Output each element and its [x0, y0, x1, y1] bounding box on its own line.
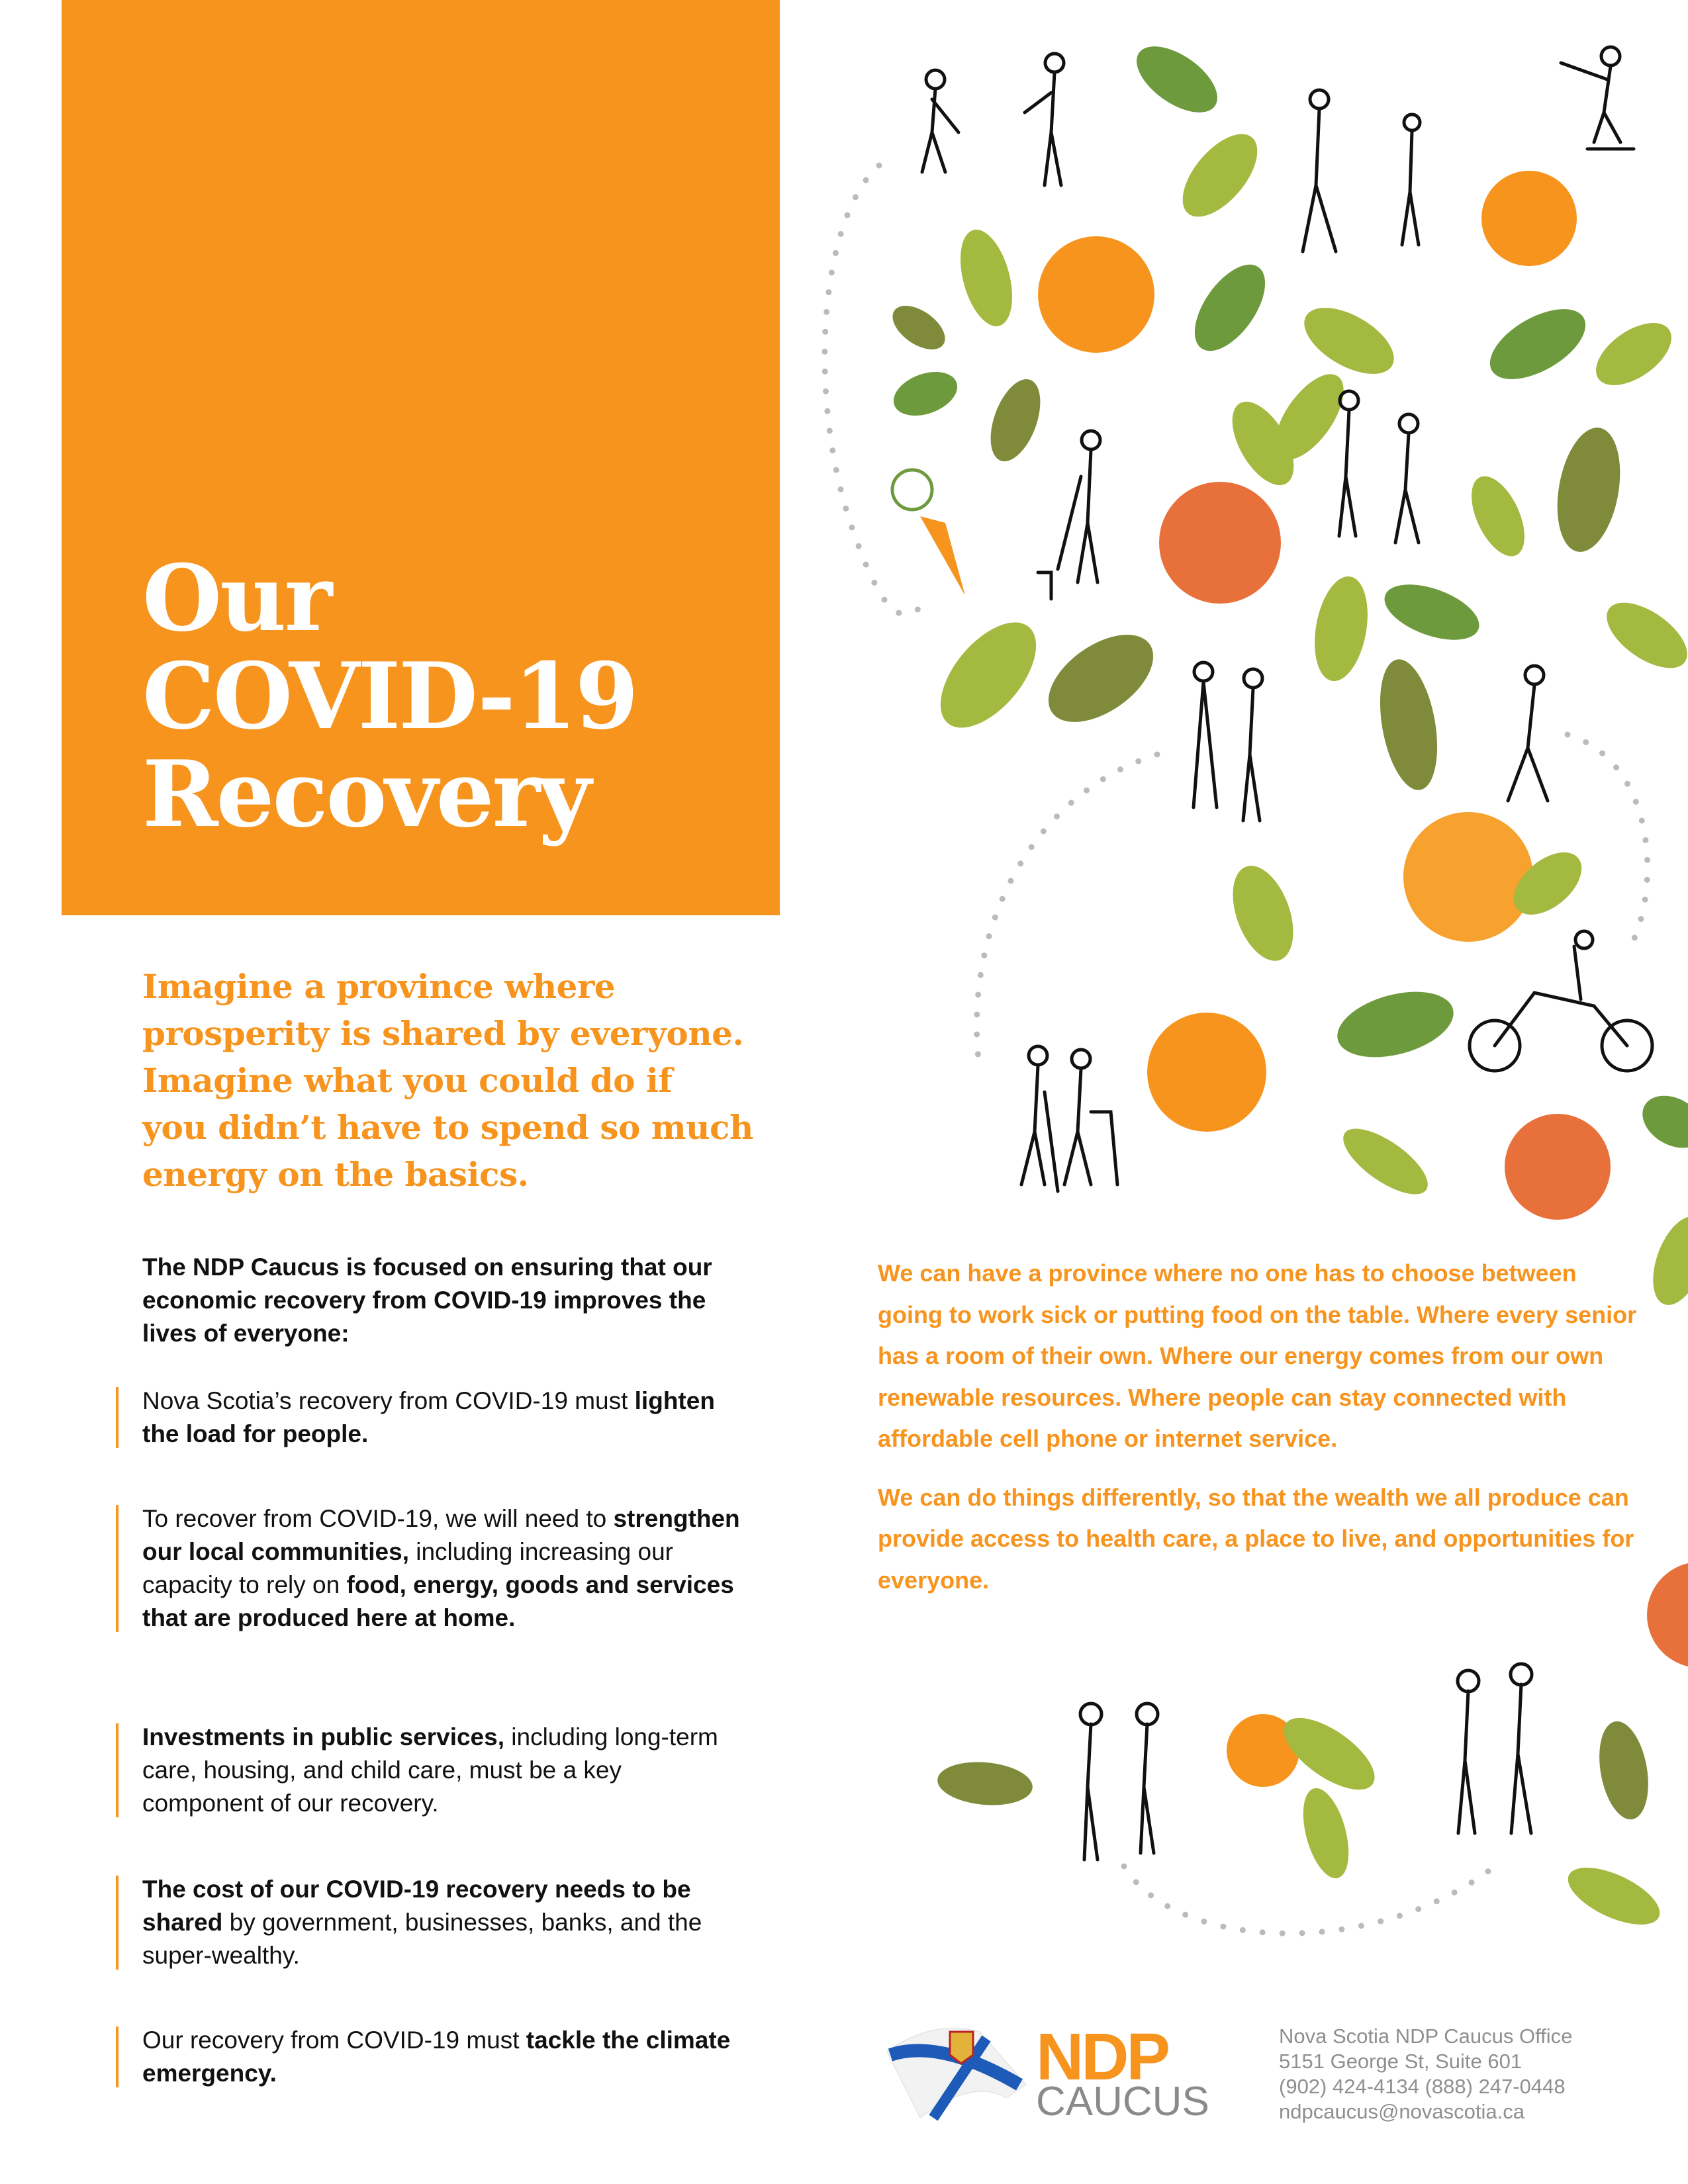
street-address: 5151 George St, Suite 601: [1279, 2050, 1523, 2073]
cyclist-icon: [1468, 929, 1654, 1073]
leaf-icon: [1653, 1216, 1688, 1305]
leaf-icon: [1642, 1095, 1688, 1148]
leaf-icon: [1303, 1788, 1349, 1879]
ndp-logo-text: NDP: [1036, 2020, 1170, 2094]
orange-icon: [1227, 1714, 1299, 1787]
leaf-icon: [1607, 602, 1687, 668]
leaf-icon: [1275, 374, 1344, 460]
vision-paragraph: We can have a province where no one has …: [878, 1259, 1637, 1452]
caucus-logo-text: CAUCUS: [1036, 2079, 1209, 2124]
man-walking-dog-icon: [1036, 429, 1102, 601]
carrot-icon: [890, 468, 965, 596]
phone-numbers: (902) 424-4134 (888) 247-0448: [1279, 2075, 1566, 2098]
leaf-icon: [892, 306, 945, 349]
page-title: Our COVID-19 Recovery: [142, 544, 639, 848]
lead-line: you didn’t have to spend so much: [142, 1108, 753, 1147]
skateboarder-icon: [1559, 45, 1636, 151]
bullet-point: The cost of our COVID-19 recovery needs …: [116, 1873, 745, 1972]
orange-icon: [1403, 812, 1533, 942]
orange-icon: [1647, 1563, 1688, 1666]
title-line: Our: [142, 544, 332, 652]
leaf-icon: [1182, 134, 1258, 217]
bullet-point: Nova Scotia’s recovery from COVID-19 mus…: [116, 1385, 745, 1451]
leaf-icon: [1137, 46, 1217, 113]
leaf-icon: [1304, 308, 1394, 374]
office-name: Nova Scotia NDP Caucus Office: [1279, 2025, 1573, 2048]
leaf-icon: [1343, 1128, 1428, 1195]
bullet-text: Nova Scotia’s recovery from COVID-19 mus…: [142, 1387, 635, 1414]
vision-text: We can have a province where no one has …: [878, 1253, 1639, 1618]
people-from-behind-icon: [1078, 1702, 1160, 1862]
lead-line: energy on the basics.: [142, 1155, 529, 1194]
bullet-point: Our recovery from COVID-19 must tackle t…: [116, 2024, 745, 2090]
leaf-icon: [1489, 309, 1586, 379]
bullet-point: Investments in public services, includin…: [116, 1721, 745, 1820]
bullet-bold: The cost of our COVID-19 recovery needs …: [142, 1876, 691, 1936]
leaf-icon: [1232, 401, 1294, 486]
leaf-icon: [990, 379, 1041, 462]
bullet-text: Our recovery from COVID-19 must: [142, 2026, 526, 2054]
orange-fruits: [1038, 171, 1688, 1787]
bullet-text: To recover from COVID-19, we will need t…: [142, 1505, 614, 1532]
title-line: Recovery: [142, 740, 591, 848]
couple-walking-icon: [1337, 389, 1421, 545]
leaf-icon: [940, 622, 1037, 728]
leaf-icon: [1384, 584, 1479, 640]
bullet-text: including increasing our capacity to rel…: [142, 1538, 673, 1598]
nova-scotia-flag-logo: [886, 2027, 1027, 2121]
intro-text: The NDP Caucus is focused on ensuring th…: [142, 1253, 712, 1347]
bullet-bold: strengthen our local communities,: [142, 1505, 740, 1565]
bullet-point: To recover from COVID-19, we will need t…: [116, 1502, 745, 1635]
leaf-icon: [1337, 991, 1454, 1058]
orange-icon: [1481, 171, 1577, 266]
lead-line: Imagine a province where: [142, 967, 616, 1006]
lead-line: Imagine what you could do if: [142, 1061, 673, 1100]
family-icon: [1192, 660, 1264, 823]
orange-icon: [1159, 482, 1281, 604]
leaf-icon: [1596, 322, 1671, 386]
office-address: Nova Scotia NDP Caucus Office 5151 Georg…: [1279, 2024, 1572, 2124]
leaf-icon: [1599, 1721, 1648, 1820]
title-panel: [62, 0, 780, 915]
person-on-phone-icon: [1506, 664, 1550, 803]
orange-icon: [1505, 1114, 1611, 1220]
person-gardening-icon: [920, 68, 961, 174]
seniors-walking-icon: [1019, 1044, 1119, 1193]
bullet-bold: tackle the climate emergency.: [142, 2026, 731, 2087]
construction-workers-icon: [1456, 1662, 1534, 1835]
leaves: [892, 46, 1688, 1925]
bullet-text: including long-term care, housing, and c…: [142, 1723, 718, 1817]
leaf-icon: [1557, 428, 1620, 552]
leaf-icon: [893, 372, 958, 416]
leaf-icon: [1315, 576, 1368, 682]
illustration: [821, 45, 1688, 1936]
people-walking-icon: [1301, 88, 1422, 253]
leaf-icon: [1048, 635, 1154, 722]
leaf-icon: [1472, 476, 1524, 557]
orange-icon: [1038, 236, 1154, 353]
dotted-path: [821, 162, 1651, 1936]
lead-line: prosperity is shared by everyone.: [142, 1014, 744, 1053]
person-watering-icon: [1023, 52, 1066, 187]
lead-paragraph: Imagine a province where prosperity is s…: [142, 963, 771, 1198]
leaf-icon: [1380, 659, 1438, 790]
leaf-icon: [1513, 852, 1582, 915]
bullet-bold: Investments in public services,: [142, 1723, 504, 1751]
people-illustrations: [920, 45, 1654, 1862]
leaf-icon: [937, 1762, 1033, 1805]
bullet-bold: food, energy, goods and services that ar…: [142, 1571, 734, 1631]
bullet-bold: lighten the load for people.: [142, 1387, 715, 1447]
orange-icon: [1147, 1013, 1266, 1132]
leaf-icon: [1233, 866, 1293, 961]
email-address: ndpcaucus@novascotia.ca: [1279, 2100, 1524, 2123]
leaf-icon: [961, 229, 1012, 327]
leaf-icon: [1568, 1868, 1660, 1925]
title-line: COVID-19: [142, 642, 639, 750]
leaf-icon: [1284, 1717, 1375, 1790]
leaf-icon: [1194, 264, 1266, 351]
vision-paragraph: We can do things differently, so that th…: [878, 1483, 1634, 1594]
bullet-text: by government, businesses, banks, and th…: [142, 1909, 702, 1969]
